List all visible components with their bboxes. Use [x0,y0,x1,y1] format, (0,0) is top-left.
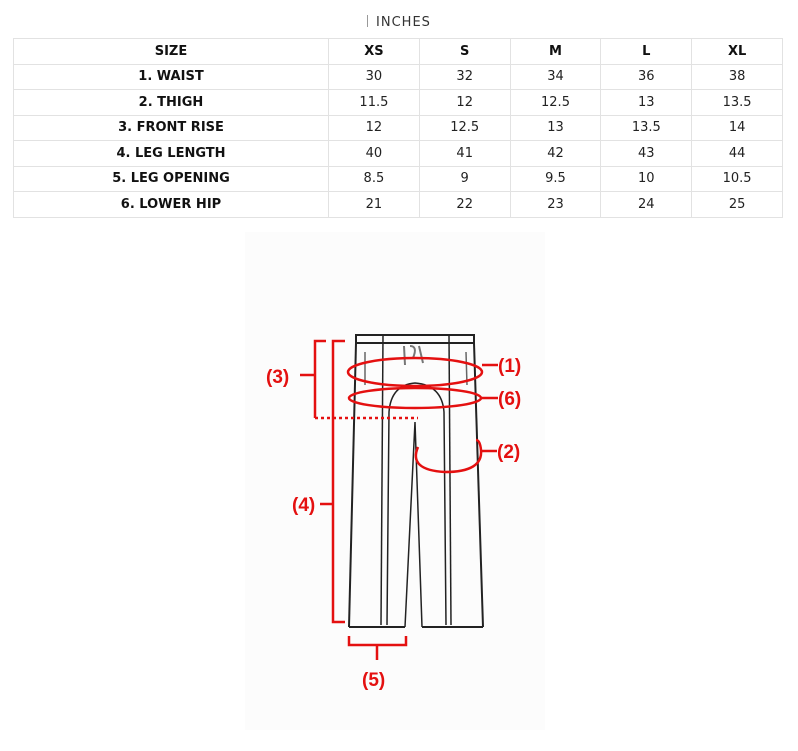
left-side-seam [380,334,384,626]
pants-diagram-svg: (1) (6) (2) (3) (4) (5) [266,334,521,691]
table-header-row: SIZE XS S M L XL [13,38,783,65]
label-leg-opening: (5) [362,670,385,691]
cell-value: 21 [328,191,420,218]
row-label: 2. THIGH [13,89,329,116]
unit-label: INCHES [0,15,798,30]
inner-leg-seams [404,421,423,628]
row-label: 3. FRONT RISE [13,114,329,141]
right-side-seam [448,334,452,626]
cell-value: 25 [691,191,783,218]
cell-value: 13.5 [691,89,783,116]
header-s: S [418,38,511,65]
label-front-rise: (3) [266,367,289,388]
cell-value: 40 [328,140,420,167]
cell-value: 8.5 [328,165,420,192]
waistband [355,334,475,344]
thigh-loop [414,438,483,474]
cell-value: 32 [418,63,511,90]
cell-value: 12.5 [509,89,602,116]
row-label: 4. LEG LENGTH [13,140,329,167]
unit-divider [367,15,369,27]
cell-value: 41 [418,140,511,167]
unit-text: INCHES [376,15,431,30]
cell-value: 43 [600,140,693,167]
pocket-lines [364,351,468,386]
label-leg-length: (4) [292,495,315,516]
cell-value: 13 [509,114,602,141]
cell-value: 44 [691,140,783,167]
row-label: 5. LEG OPENING [13,165,329,192]
left-outer-seam [348,342,357,628]
header-m: M [509,38,602,65]
pants-outline [348,334,484,628]
cell-value: 22 [418,191,511,218]
pants-measurement-diagram: (1) (6) (2) (3) (4) (5) [245,232,545,730]
cell-value: 11.5 [328,89,420,116]
crotch-arch [386,382,447,626]
lower-hip-ellipse [347,386,483,410]
cell-value: 9.5 [509,165,602,192]
label-thigh: (2) [497,442,520,463]
cell-value: 13 [600,89,693,116]
cell-value: 36 [600,63,693,90]
cell-value: 12 [418,89,511,116]
cell-value: 30 [328,63,420,90]
row-label: 6. LOWER HIP [13,191,329,218]
waist-ellipse [346,356,484,388]
header-l: L [600,38,693,65]
front-rise-bracket [300,339,326,418]
header-xs: XS [328,38,420,65]
cell-value: 12 [328,114,420,141]
leg-length-bracket [320,339,345,624]
cell-value: 13.5 [600,114,693,141]
cell-value: 10.5 [691,165,783,192]
cell-value: 23 [509,191,602,218]
cell-value: 24 [600,191,693,218]
header-size: SIZE [13,38,329,65]
cell-value: 9 [418,165,511,192]
cell-value: 38 [691,63,783,90]
cell-value: 14 [691,114,783,141]
measurement-marks [300,339,498,660]
right-outer-seam [473,342,484,628]
row-label: 1. WAIST [13,63,329,90]
label-waist: (1) [498,356,521,377]
cell-value: 10 [600,165,693,192]
drawstring [403,345,424,366]
cell-value: 34 [509,63,602,90]
cell-value: 12.5 [418,114,511,141]
cell-value: 42 [509,140,602,167]
label-lower-hip: (6) [498,389,521,410]
leg-opening-bracket [347,636,408,660]
header-xl: XL [691,38,783,65]
